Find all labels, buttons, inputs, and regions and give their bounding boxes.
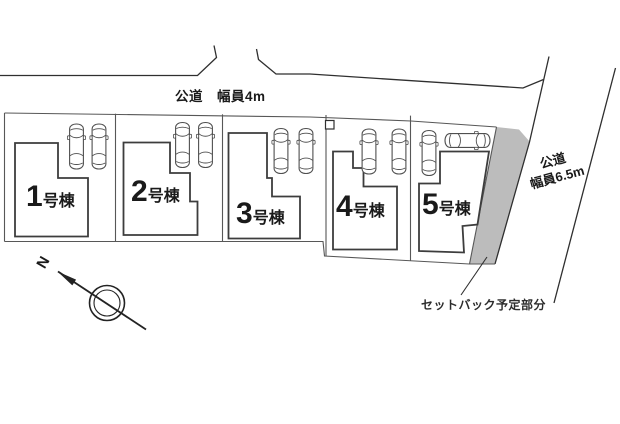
road-right-right-edge [553,67,617,304]
car-top-view-icon [359,128,379,175]
building-2-label: 2 号棟 [131,177,180,207]
building-5-number: 5 [422,188,439,221]
car-top-view-icon [271,127,291,175]
building-1-label: 1 号棟 [26,182,75,212]
building-4-outline [332,150,398,251]
building-5-label: 5 号棟 [422,190,471,220]
building-2-suffix: 号棟 [147,188,180,206]
building-3-label: 3 号棟 [236,199,285,229]
car-top-view-icon [444,130,491,151]
building-1-number: 1 [26,180,43,213]
building-3-outline [227,132,301,240]
car-top-view-icon [195,121,216,169]
lots-top-boundary [4,112,497,128]
setback-leader-line [460,256,488,296]
car-top-view-icon [296,127,316,175]
utility-marker [324,119,335,130]
building-4-label: 4 号棟 [336,192,385,222]
road-top-edge-left [0,45,218,77]
road-top-edge-right [255,48,544,89]
building-2-outline [122,141,199,236]
car-top-view-icon [89,123,109,170]
setback-area [469,127,530,264]
car-top-view-icon [66,123,87,170]
lot-5-right-boundary [468,126,498,265]
lots-bottom-boundary [4,240,495,265]
car-top-view-icon [419,129,439,177]
building-5-outline [418,150,491,254]
car-top-view-icon [389,128,409,175]
compass-north-icon [57,270,147,331]
car-top-view-icon [172,121,193,169]
road-top-label: 公道 幅員4m [175,89,266,104]
building-5-suffix: 号棟 [438,201,471,219]
building-1-outline [14,142,89,238]
setback-label: セットバック予定部分 [421,298,547,312]
building-1-suffix: 号棟 [42,193,75,211]
building-2-number: 2 [131,175,148,208]
road-right-left-edge [494,56,550,265]
building-3-number: 3 [236,197,253,230]
building-4-suffix: 号棟 [352,203,385,221]
building-3-suffix: 号棟 [252,210,285,228]
building-4-number: 4 [336,190,353,223]
